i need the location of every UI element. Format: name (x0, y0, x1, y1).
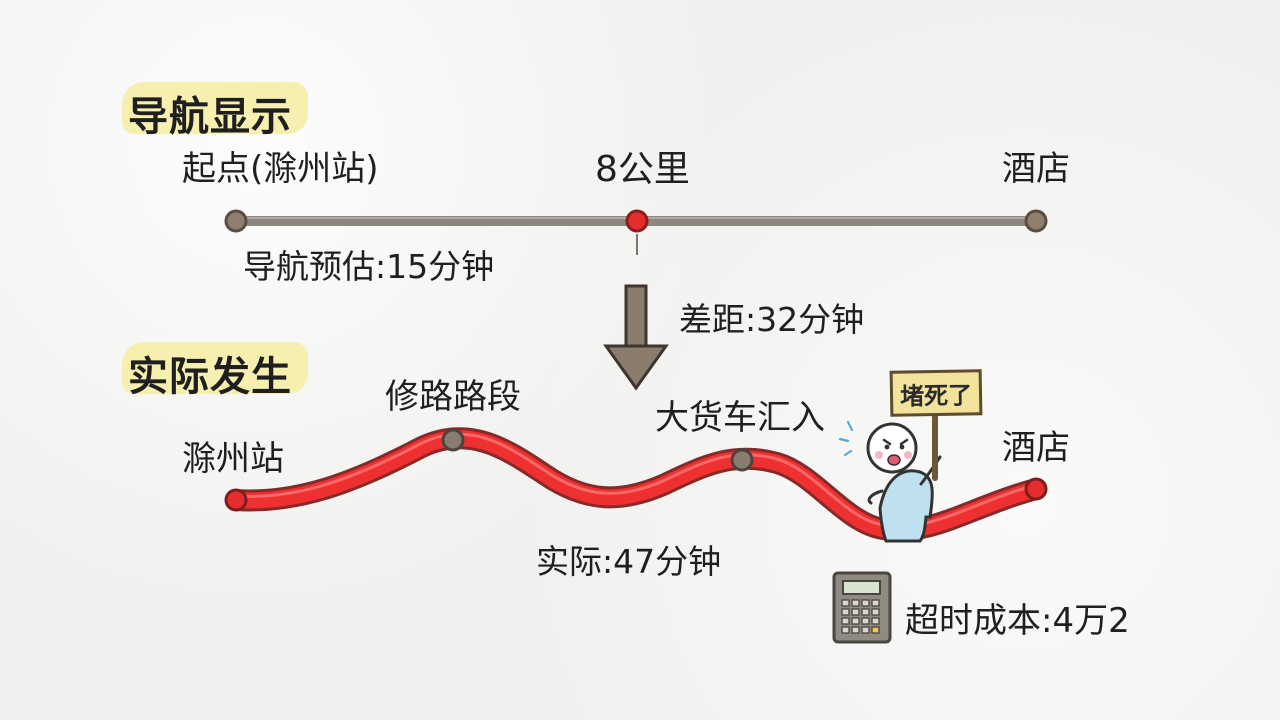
actual-start-label: 滁州站 (182, 439, 284, 479)
title-highlight-bottom (122, 342, 308, 394)
actual-end-label: 酒店 (1002, 428, 1070, 468)
actual-start-node (224, 488, 248, 512)
midpoint-node (625, 209, 649, 233)
estimate-label: 导航预估:15分钟 (243, 247, 495, 286)
roadwork-label: 修路路段 (385, 377, 521, 417)
frustrated-person-icon (838, 420, 942, 543)
overtime-cost-label: 超时成本:4万2 (905, 601, 1130, 641)
distance-label: 8公里 (595, 149, 690, 190)
title-highlight-top (122, 82, 308, 134)
truck-label: 大货车汇入 (655, 398, 825, 438)
down-arrow-icon (603, 284, 669, 391)
start-node (224, 209, 248, 233)
start-label: 起点(滁州站) (182, 149, 379, 189)
end-node (1024, 209, 1048, 233)
roadwork-node (441, 428, 465, 452)
actual-end-node (1024, 477, 1048, 501)
traffic-jam-sign: 堵死了 (889, 369, 983, 417)
section-title-actual: 实际发生 (128, 354, 292, 400)
truck-node (730, 448, 754, 472)
section-title-navigation: 导航显示 (128, 94, 292, 140)
gap-label: 差距:32分钟 (679, 300, 865, 339)
top-end-label: 酒店 (1002, 149, 1070, 189)
calculator-icon (832, 571, 892, 644)
actual-time-label: 实际:47分钟 (536, 542, 722, 581)
